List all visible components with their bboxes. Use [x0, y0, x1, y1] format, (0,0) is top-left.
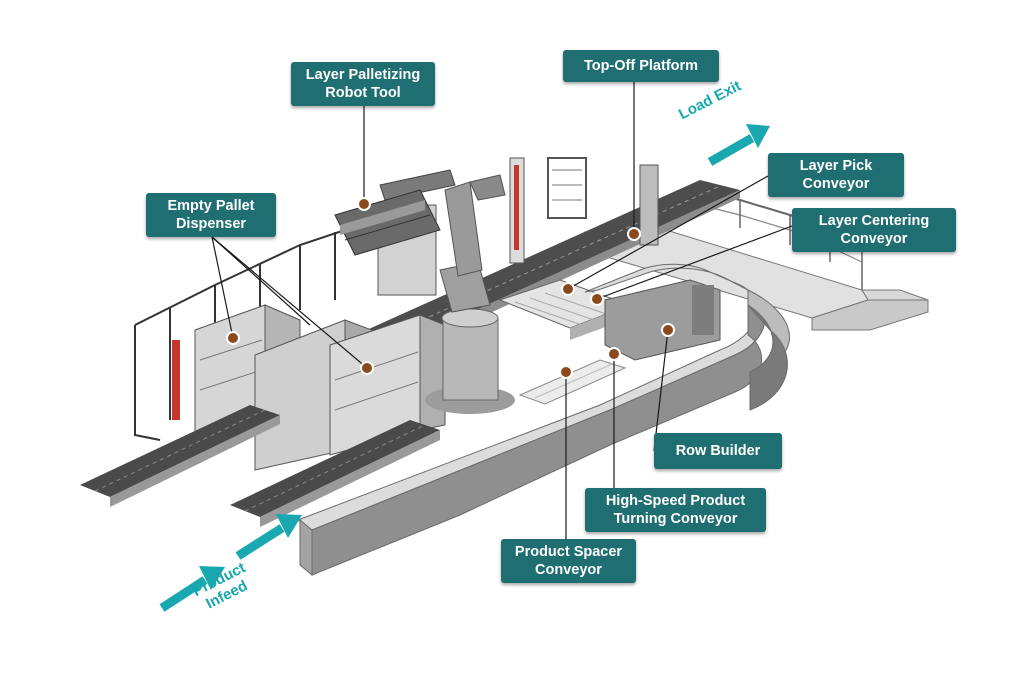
- callout-line: High-Speed Product: [605, 493, 746, 509]
- callout-product-spacer-conveyor: Product Spacer Conveyor: [501, 539, 636, 583]
- marker-dot-icon: [627, 227, 641, 241]
- callout-top-off-platform: Top-Off Platform: [563, 50, 719, 82]
- marker-dots: [226, 197, 675, 379]
- callout-high-speed-turning-conveyor: High-Speed Product Turning Conveyor: [585, 488, 766, 532]
- top-off-tower: [509, 157, 659, 264]
- flow-arrow-icon: [707, 124, 770, 166]
- callout-line: Product Spacer: [514, 544, 623, 560]
- marker-dot-icon: [357, 197, 371, 211]
- marker-dot-icon: [661, 323, 675, 337]
- flow-arrow-icon: [159, 566, 225, 612]
- callout-line: Layer Palletizing: [305, 67, 421, 83]
- marker-dot-icon: [590, 292, 604, 306]
- callout-line: Dispenser: [175, 216, 247, 232]
- callout-line: Turning Conveyor: [613, 511, 738, 527]
- callout-line: Conveyor: [840, 231, 908, 247]
- leader-lines: [211, 82, 793, 539]
- callout-line: Row Builder: [675, 443, 761, 459]
- pallet-conveyors-front: [80, 405, 440, 527]
- marker-dot-icon: [226, 331, 240, 345]
- layer-conveyors-drawing: [498, 279, 721, 361]
- palletizing-robot-drawing: [334, 169, 515, 414]
- marker-dot-icon: [559, 365, 573, 379]
- callout-line: Conveyor: [535, 562, 602, 578]
- callout-layer-centering-conveyor: Layer Centering Conveyor: [792, 208, 956, 252]
- callout-row-builder: Row Builder: [654, 433, 782, 469]
- callout-line: Layer Pick: [799, 158, 873, 174]
- callout-layer-palletizing-robot-tool: Layer Palletizing Robot Tool: [291, 62, 435, 106]
- marker-dot-icon: [607, 347, 621, 361]
- callout-line: Empty Pallet: [167, 198, 255, 214]
- marker-dot-icon: [360, 361, 374, 375]
- callout-line: Robot Tool: [325, 85, 401, 101]
- callout-line: Conveyor: [802, 176, 870, 192]
- marker-dot-icon: [561, 282, 575, 296]
- callout-line: Layer Centering: [818, 213, 930, 229]
- conveyor-guard-enclosure: [296, 263, 790, 577]
- callout-layer-pick-conveyor: Layer Pick Conveyor: [768, 153, 904, 197]
- callout-empty-pallet-dispenser: Empty Pallet Dispenser: [146, 193, 276, 237]
- callout-line: Top-Off Platform: [583, 58, 699, 74]
- flow-arrow-icon: [235, 514, 302, 560]
